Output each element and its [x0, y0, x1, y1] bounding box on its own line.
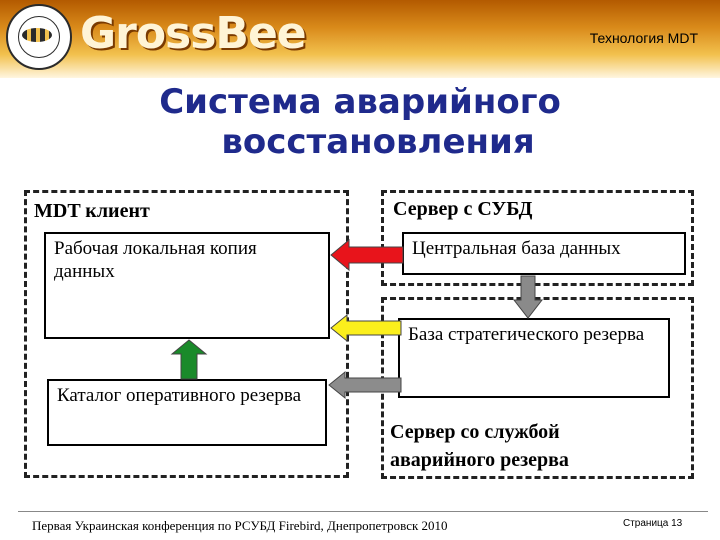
mdt-client-label: MDT клиент: [34, 200, 150, 222]
header-band: GrossBee Технология MDT: [0, 0, 720, 78]
seal-inner-ring: [18, 16, 60, 58]
central-database-box: Центральная база данных: [402, 232, 686, 275]
steel-arrow-shape: [512, 275, 544, 319]
slide-title: Система аварийного восстановления: [0, 82, 720, 162]
title-line-2: восстановления: [221, 122, 535, 162]
local-copy-box: Рабочая локальная копия данных: [44, 232, 330, 339]
gray-arrow-shape: [328, 370, 402, 400]
operational-catalog-box: Каталог оперативного резерва: [47, 379, 327, 446]
company-seal-logo: [6, 4, 72, 70]
green-arrow-shape: [170, 339, 208, 380]
footer-divider: [18, 511, 708, 512]
red-arrow-shape: [330, 238, 404, 272]
brand-logo-text: GrossBee: [80, 8, 307, 59]
dbms-server-label: Сервер с СУБД: [393, 198, 533, 220]
central-to-local-arrow: [330, 238, 404, 272]
technology-label: Технология MDT: [589, 30, 698, 46]
title-line-1: Система аварийного: [159, 82, 561, 122]
recovery-to-catalog-arrow: [328, 370, 402, 400]
strategic-to-local-arrow: [330, 313, 402, 343]
page-number: Страница 13: [623, 518, 683, 529]
recovery-server-label: Сервер со службой аварийного резерва: [390, 421, 569, 471]
conference-footer: Первая Украинская конференция по РСУБД F…: [32, 518, 448, 533]
strategic-backup-box: База стратегического резерва: [398, 318, 670, 398]
catalog-to-local-arrow: [170, 339, 208, 380]
central-to-strategic-arrow: [512, 275, 544, 319]
dbms-server-group: [381, 190, 694, 286]
bee-icon: [22, 28, 52, 42]
yellow-arrow-shape: [330, 313, 402, 343]
